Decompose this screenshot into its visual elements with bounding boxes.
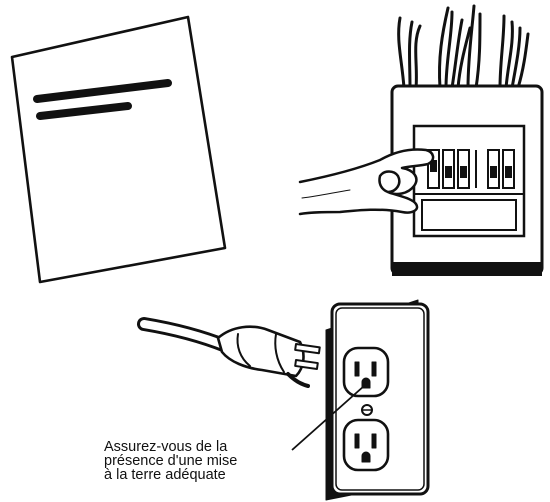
callout-line: présence d'une mise — [104, 454, 304, 468]
power-cord-plug — [144, 324, 320, 386]
outlet-slot — [355, 434, 359, 448]
breaker-panel — [392, 6, 542, 276]
manual-document — [12, 17, 225, 282]
outlet-slot — [372, 434, 376, 448]
callout-line: Assurez-vous de la — [104, 440, 304, 454]
document-sheet — [12, 17, 225, 282]
panel-base — [392, 262, 542, 276]
grounded-wall-outlet — [326, 300, 428, 500]
callout-line: à la terre adéquate — [104, 468, 304, 482]
ground-hole — [362, 452, 370, 462]
outlet-slot — [372, 362, 376, 376]
hand-switching-breaker — [300, 149, 433, 214]
panel-wires — [399, 6, 528, 88]
callout-label: Assurez-vous de la présence d'une mise à… — [104, 440, 304, 482]
receptacle-top — [344, 348, 388, 396]
outlet-slot — [355, 362, 359, 376]
